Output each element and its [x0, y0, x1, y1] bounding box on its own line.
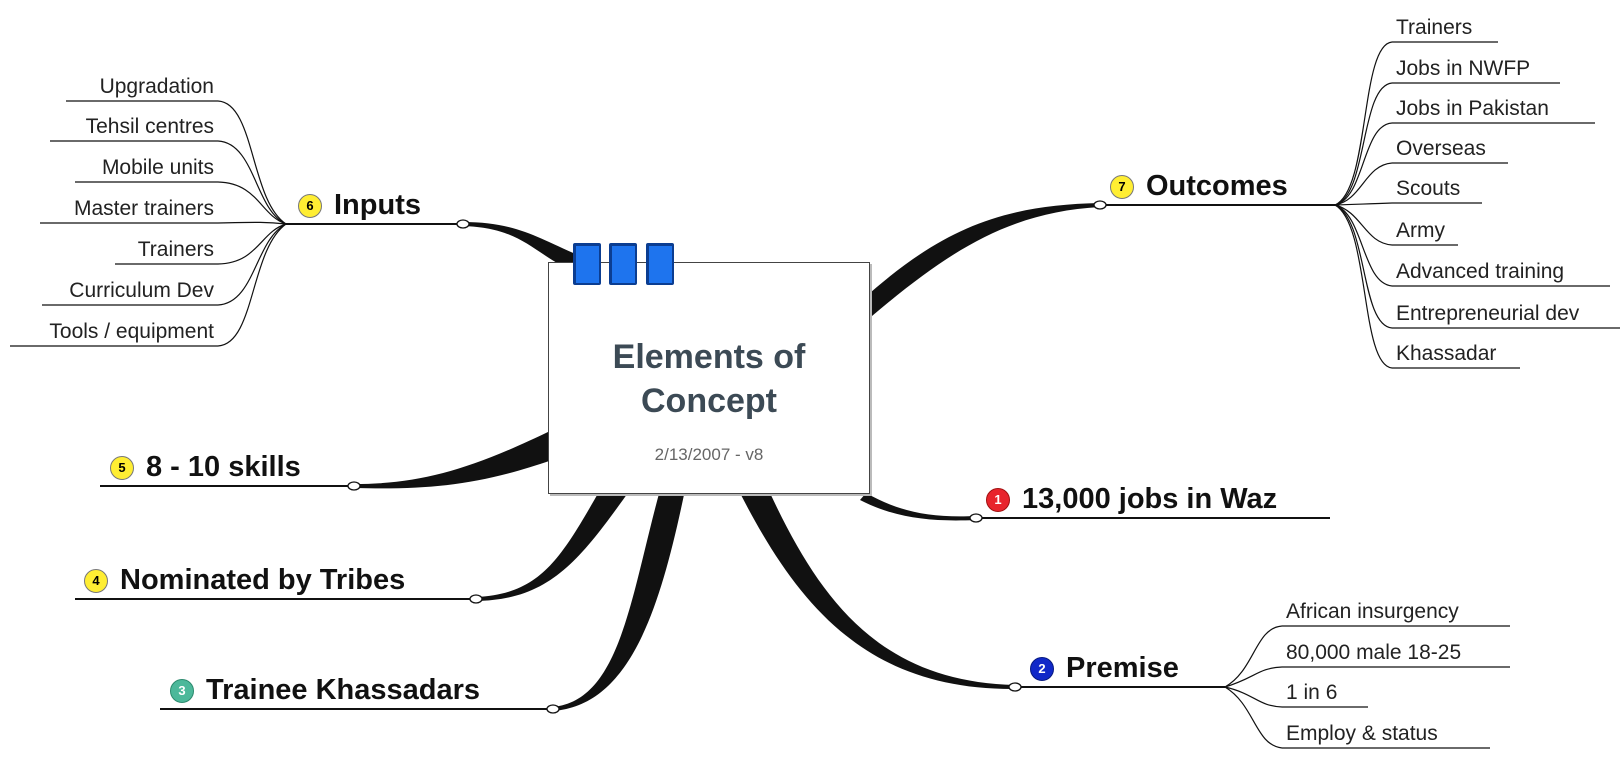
priority-1-icon: 1: [986, 488, 1010, 512]
subtopic-outcomes-item[interactable]: Jobs in NWFP: [1396, 57, 1531, 80]
priority-2-icon: 2: [1030, 657, 1054, 681]
priority-3-icon: 3: [170, 679, 194, 703]
topic-outcomes-label: Outcomes: [1146, 170, 1288, 202]
topic-trainee[interactable]: 3 Trainee Khassadars: [170, 673, 480, 707]
branch-connector-inputs: [463, 222, 592, 270]
subtopic-outcomes-item[interactable]: Entrepreneurial dev: [1396, 302, 1580, 325]
branch-connector-outcomes: [862, 203, 1100, 316]
central-topic-date: 2/13/2007 - v8: [654, 445, 764, 464]
subtopic-inputs-item[interactable]: Master trainers: [73, 197, 214, 220]
topic-tab-icon: [646, 243, 674, 285]
topic-nominated-label: Nominated by Tribes: [120, 564, 406, 596]
topic-premise-label: Premise: [1066, 652, 1179, 684]
subtopic-inputs-item[interactable]: Trainers: [137, 238, 214, 261]
subtopic-inputs-item[interactable]: Upgradation: [99, 75, 214, 98]
topic-trainee-label: Trainee Khassadars: [206, 674, 481, 706]
subtopic-inputs-item[interactable]: Tools / equipment: [49, 320, 214, 343]
priority-6-icon: 6: [298, 194, 322, 218]
priority-7-icon: 7: [1110, 175, 1134, 199]
premise-subtopic-connectors: [1224, 625, 1510, 749]
topic-skills-label: 8 - 10 skills: [146, 451, 301, 483]
subtopic-inputs-item[interactable]: Mobile units: [101, 156, 214, 179]
subtopic-inputs-item[interactable]: Tehsil centres: [85, 115, 214, 138]
subtopic-outcomes-item[interactable]: Jobs in Pakistan: [1396, 97, 1549, 120]
branch-connector-jobs: [860, 493, 976, 521]
topic-inputs[interactable]: 6 Inputs: [298, 188, 421, 222]
subtopic-inputs-item[interactable]: Curriculum Dev: [69, 279, 214, 302]
topic-nominated[interactable]: 4 Nominated by Tribes: [84, 563, 405, 597]
topic-inputs-label: Inputs: [334, 189, 421, 221]
subtopic-premise-item[interactable]: 80,000 male 18-25: [1286, 641, 1462, 664]
topic-outcomes[interactable]: 7 Outcomes: [1110, 169, 1288, 203]
topic-tab-icon: [609, 243, 637, 285]
subtopic-premise-item[interactable]: Employ & status: [1286, 722, 1438, 745]
priority-4-icon: 4: [84, 569, 108, 593]
topic-premise[interactable]: 2 Premise: [1030, 651, 1179, 685]
priority-5-icon: 5: [110, 456, 134, 480]
subtopic-outcomes-item[interactable]: Army: [1396, 219, 1445, 242]
branch-connector-trainee: [553, 490, 685, 711]
subtopic-outcomes-item[interactable]: Overseas: [1396, 137, 1486, 160]
topic-tab-icon: [573, 243, 601, 285]
central-topic[interactable]: Elements of Concept 2/13/2007 - v8: [548, 243, 870, 494]
inputs-subtopic-connectors: [10, 100, 287, 347]
topic-skills[interactable]: 5 8 - 10 skills: [110, 450, 301, 484]
subtopic-outcomes-item[interactable]: Advanced training: [1396, 260, 1565, 283]
central-topic-title: Elements of Concept: [612, 338, 806, 420]
subtopic-outcomes-item[interactable]: Scouts: [1396, 177, 1461, 200]
topic-jobs-label: 13,000 jobs in Waz: [1022, 483, 1278, 515]
subtopic-outcomes-item[interactable]: Trainers: [1396, 16, 1473, 39]
branch-connector-nominated: [476, 490, 630, 601]
topic-jobs[interactable]: 1 13,000 jobs in Waz: [986, 482, 1277, 516]
outcomes-subtopic-connectors: [1334, 41, 1620, 369]
subtopic-premise-item[interactable]: 1 in 6: [1286, 681, 1338, 704]
subtopic-premise-item[interactable]: African insurgency: [1286, 600, 1459, 623]
subtopic-outcomes-item[interactable]: Khassadar: [1396, 342, 1497, 365]
branch-connector-premise: [740, 493, 1015, 690]
branch-connector-skills: [354, 430, 552, 489]
